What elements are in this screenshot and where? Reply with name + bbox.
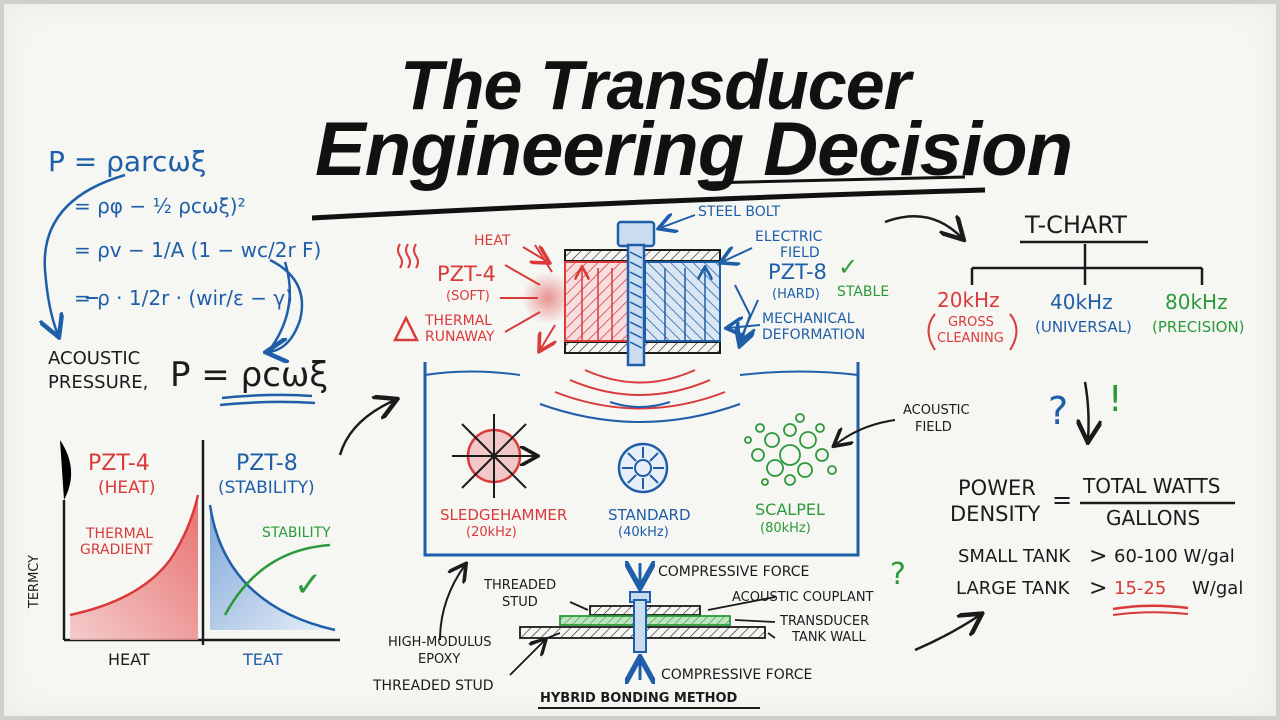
tchart-20khz-b: CLEANING xyxy=(937,331,1004,346)
small-tank-gt: > xyxy=(1089,544,1108,569)
threaded-stud-2: STUD xyxy=(502,595,538,610)
epoxy-1: HIGH-MODULUS xyxy=(388,635,492,650)
sledgehammer-freq: (20kHz) xyxy=(466,525,517,540)
tchart-question: ? xyxy=(1048,389,1069,433)
equation-4: = ρ · 1/2r · (wir/ε − γ) xyxy=(74,286,293,310)
tchart-40khz: 40kHz xyxy=(1050,290,1113,314)
pressure-label: PRESSURE, xyxy=(48,372,149,393)
graph-pzt8-sub: (STABILITY) xyxy=(218,478,315,498)
transducer-wall-2: TANK WALL xyxy=(792,630,866,645)
electric-field-1: ELECTRIC xyxy=(755,229,823,245)
thermal-gradient-1: THERMAL xyxy=(86,526,154,542)
acoustic-field-2: FIELD xyxy=(915,420,952,435)
sledgehammer-label: SLEDGEHAMMER xyxy=(440,506,568,524)
equation-1: P = ρarcωξ xyxy=(48,145,207,178)
graph-pzt8-title: PZT-8 xyxy=(236,451,298,476)
large-tank-unit: W/gal xyxy=(1192,578,1244,599)
steel-bolt-label: STEEL BOLT xyxy=(698,204,781,220)
equation-3: = ρv − 1/A (1 − wc/2r F) xyxy=(74,238,322,262)
threaded-stud-1: THREADED xyxy=(484,578,557,593)
thermal-runaway-1: THERMAL xyxy=(425,313,493,329)
compressive-force-top: COMPRESSIVE FORCE xyxy=(658,564,810,580)
bonding-question: ? xyxy=(890,557,906,592)
graph-check-icon: ✓ xyxy=(294,565,323,605)
stability-label: STABILITY xyxy=(262,525,331,541)
soft-label: (SOFT) xyxy=(446,289,490,304)
tchart-40khz-a: (UNIVERSAL) xyxy=(1035,318,1132,336)
hard-label: (HARD) xyxy=(772,287,820,302)
final-equation: P = ρcωξ xyxy=(170,355,329,395)
stable-label: STABLE xyxy=(837,284,890,300)
title-line-1: The Transducer xyxy=(400,46,911,124)
pzt4-label: PZT-4 xyxy=(437,262,496,286)
x-axis-teat: TEAT xyxy=(243,650,283,669)
material-graph xyxy=(60,440,340,645)
bonding-diagram xyxy=(439,563,776,709)
small-tank-label: SMALL TANK xyxy=(958,546,1071,567)
acoustic-label: ACOUSTIC xyxy=(48,348,141,369)
tchart-20khz: 20kHz xyxy=(937,288,1000,312)
threaded-stud-bottom: THREADED STUD xyxy=(373,678,494,694)
compressive-force-bottom: COMPRESSIVE FORCE xyxy=(661,667,813,683)
scalpel-freq: (80kHz) xyxy=(760,521,811,536)
tchart-20khz-a: GROSS xyxy=(948,315,994,330)
acoustic-couplant-label: ACOUSTIC COUPLANT xyxy=(732,590,874,605)
power-denominator: GALLONS xyxy=(1106,506,1201,530)
transducer-wall-1: TRANSDUCER xyxy=(780,614,870,629)
power-numerator: TOTAL WATTS xyxy=(1083,474,1221,498)
standard-label: STANDARD xyxy=(608,506,691,524)
standard-freq: (40kHz) xyxy=(618,525,669,540)
equation-arrow-left xyxy=(45,173,126,335)
scalpel-label: SCALPEL xyxy=(755,500,825,519)
power-equals: = xyxy=(1052,486,1073,514)
tank xyxy=(423,362,896,557)
x-axis-heat: HEAT xyxy=(108,650,150,669)
acoustic-field-1: ACOUSTIC xyxy=(903,403,970,418)
power-label-2: DENSITY xyxy=(950,502,1041,526)
large-tank-label: LARGE TANK xyxy=(956,578,1070,599)
thermal-gradient-2: GRADIENT xyxy=(80,542,153,558)
epoxy-2: EPOXY xyxy=(418,652,461,667)
hybrid-bonding-title: HYBRID BONDING METHOD xyxy=(540,691,738,706)
large-tank-value: 15-25 xyxy=(1114,578,1167,599)
transducer-stack xyxy=(392,215,761,365)
title-line-2: Engineering Decision xyxy=(315,107,1073,192)
title-underline xyxy=(311,187,986,221)
mech-deformation-2: DEFORMATION xyxy=(762,327,866,343)
tchart-80khz-a: (PRECISION) xyxy=(1152,318,1245,336)
power-label-1: POWER xyxy=(958,476,1036,500)
t-chart xyxy=(884,216,1235,652)
y-axis-label: TERMCY xyxy=(27,554,43,609)
pzt8-check-icon: ✓ xyxy=(838,253,859,281)
tchart-exclamation: ! xyxy=(1108,379,1123,420)
tchart-80khz: 80kHz xyxy=(1165,290,1228,314)
thermal-runaway-2: RUNAWAY xyxy=(425,329,495,345)
large-tank-gt: > xyxy=(1089,576,1108,601)
mech-deformation-1: MECHANICAL xyxy=(762,311,855,327)
tchart-title: T-CHART xyxy=(1025,211,1127,239)
graph-pzt4-sub: (HEAT) xyxy=(98,478,156,498)
heat-label: HEAT xyxy=(474,233,511,249)
equation-2: = ρφ − ½ ρcωξ)² xyxy=(74,194,246,218)
scalpel-bubbles xyxy=(744,413,837,486)
pzt8-label: PZT-8 xyxy=(768,260,827,284)
electric-field-2: FIELD xyxy=(780,245,820,261)
small-tank-value: 60-100 W/gal xyxy=(1114,546,1235,567)
graph-pzt4-title: PZT-4 xyxy=(88,451,150,476)
